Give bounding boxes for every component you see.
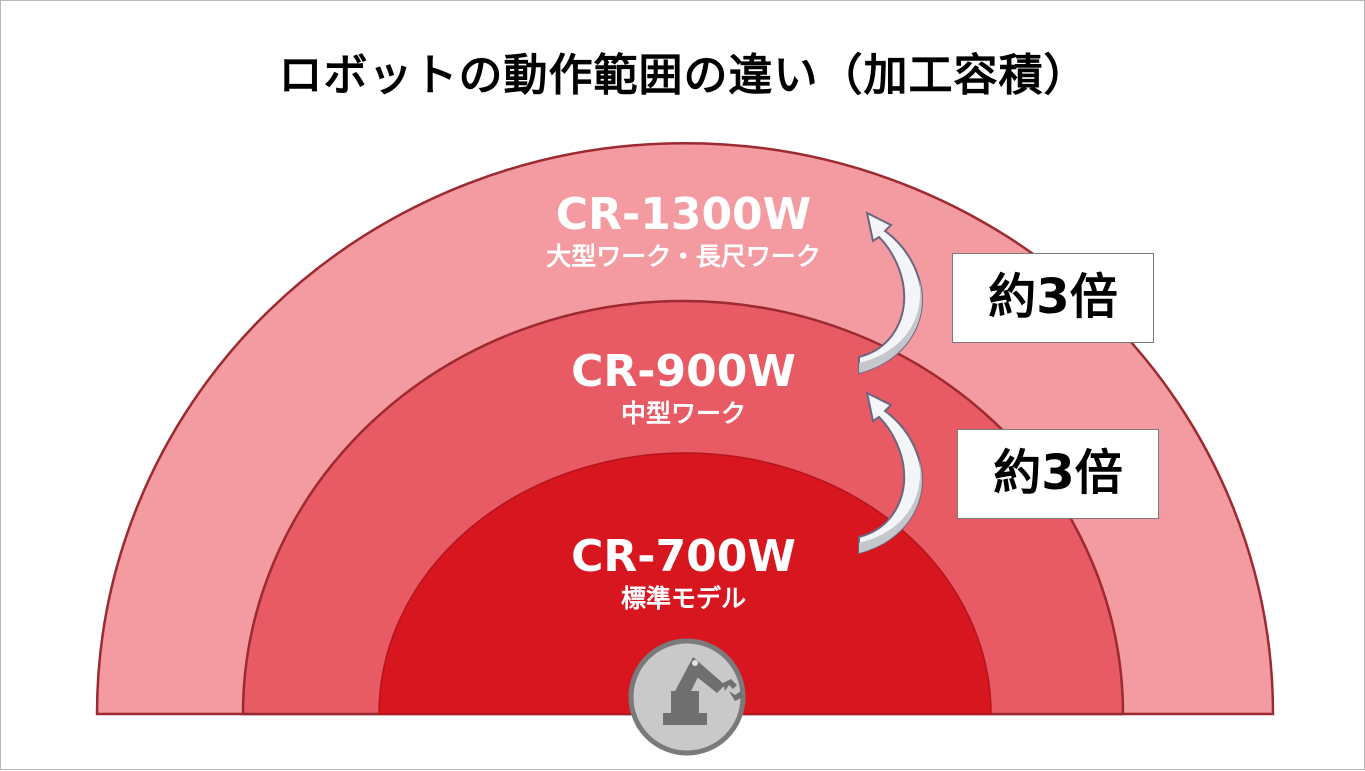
curved-arrow-icon — [858, 211, 923, 375]
model-description: 大型ワーク・長尺ワーク — [546, 242, 821, 271]
curved-arrow-icon — [858, 391, 923, 555]
model-label-cr-900w: CR-900W 中型ワーク — [1, 346, 1365, 430]
ratio-badge-upper: 約3倍 — [952, 253, 1154, 343]
slide-title: ロボットの動作範囲の違い（加工容積） — [278, 50, 1089, 101]
robot-arm-icon — [628, 638, 746, 756]
model-name: CR-1300W — [555, 189, 812, 240]
model-label-cr-700w: CR-700W 標準モデル — [1, 531, 1365, 615]
model-label-cr-1300w: CR-1300W 大型ワーク・長尺ワーク — [1, 189, 1365, 273]
model-description: 中型ワーク — [620, 399, 746, 428]
arc-cr-700w — [378, 452, 992, 715]
model-description: 標準モデル — [620, 584, 746, 613]
model-name: CR-700W — [571, 531, 796, 582]
ratio-badge-lower: 約3倍 — [957, 429, 1159, 519]
model-name: CR-900W — [571, 346, 796, 397]
